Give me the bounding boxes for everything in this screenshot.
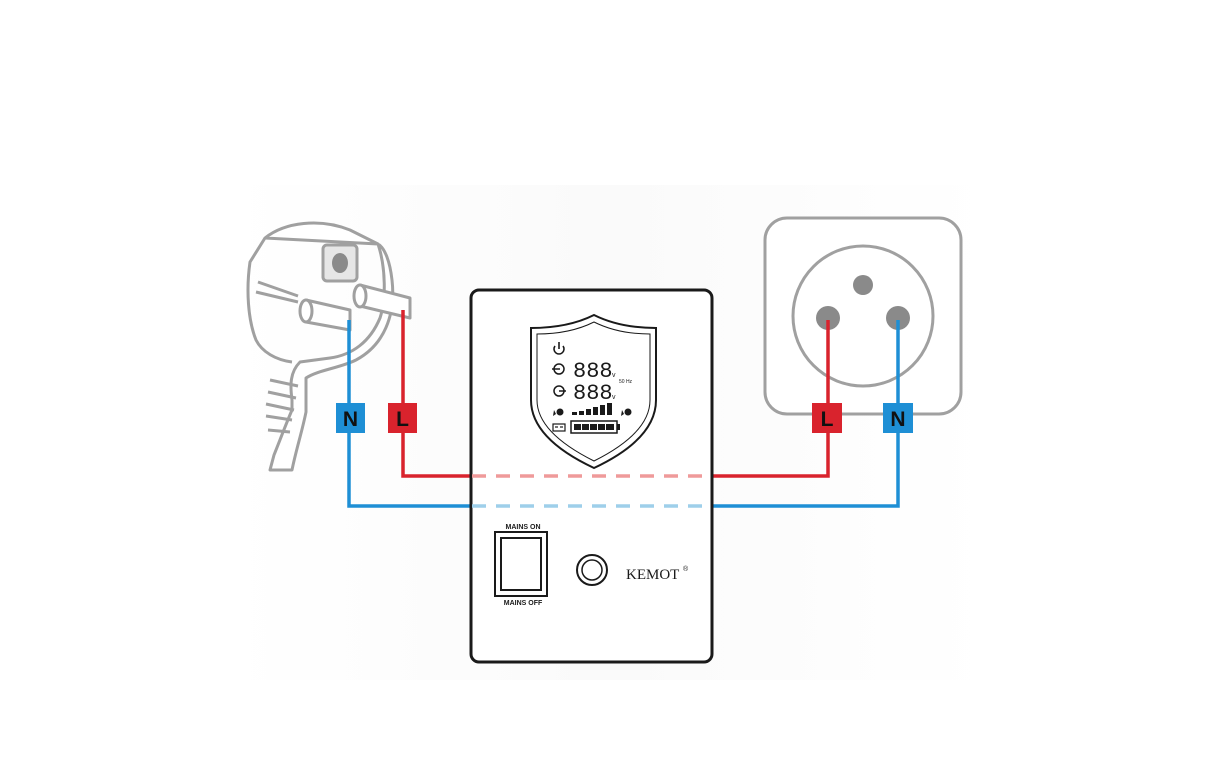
display-unit-input: v [612,372,616,379]
mains-switch[interactable] [494,531,548,597]
registered-mark: ® [683,565,689,573]
plug-neutral-text: N [343,408,358,431]
plug-icon [246,221,412,472]
switch-on-label: MAINS ON [506,524,541,531]
plug-neutral-label: N [336,403,365,433]
load-right-icon [621,408,632,416]
neutral-wire-out [712,320,900,508]
display-reading-output: 888 [573,381,613,406]
socket-live-label: L [812,403,842,433]
power-icon [553,342,565,355]
neutral-wire-in [347,320,472,508]
live-wire-out [712,320,830,478]
display-reading-input: 888 [573,359,613,384]
socket-neutral-label: N [883,403,913,433]
load-left-icon [553,408,564,416]
brand-logo: KEMOT [626,567,679,583]
battery-icon [552,423,566,432]
round-button[interactable] [576,554,608,586]
socket-icon [763,216,963,416]
socket-live-text: L [821,408,834,431]
output-voltage-icon [553,385,566,397]
input-voltage-icon [552,363,565,375]
plug-live-label: L [388,403,417,433]
display-unit-output: v [612,394,616,401]
display-frequency: 50 Hz [619,379,633,385]
load-level-bars [572,403,612,415]
battery-level-bar [570,420,620,434]
live-wire-in [401,310,472,478]
switch-off-label: MAINS OFF [504,600,543,607]
plug-live-text: L [396,408,409,431]
socket-neutral-text: N [890,408,905,431]
